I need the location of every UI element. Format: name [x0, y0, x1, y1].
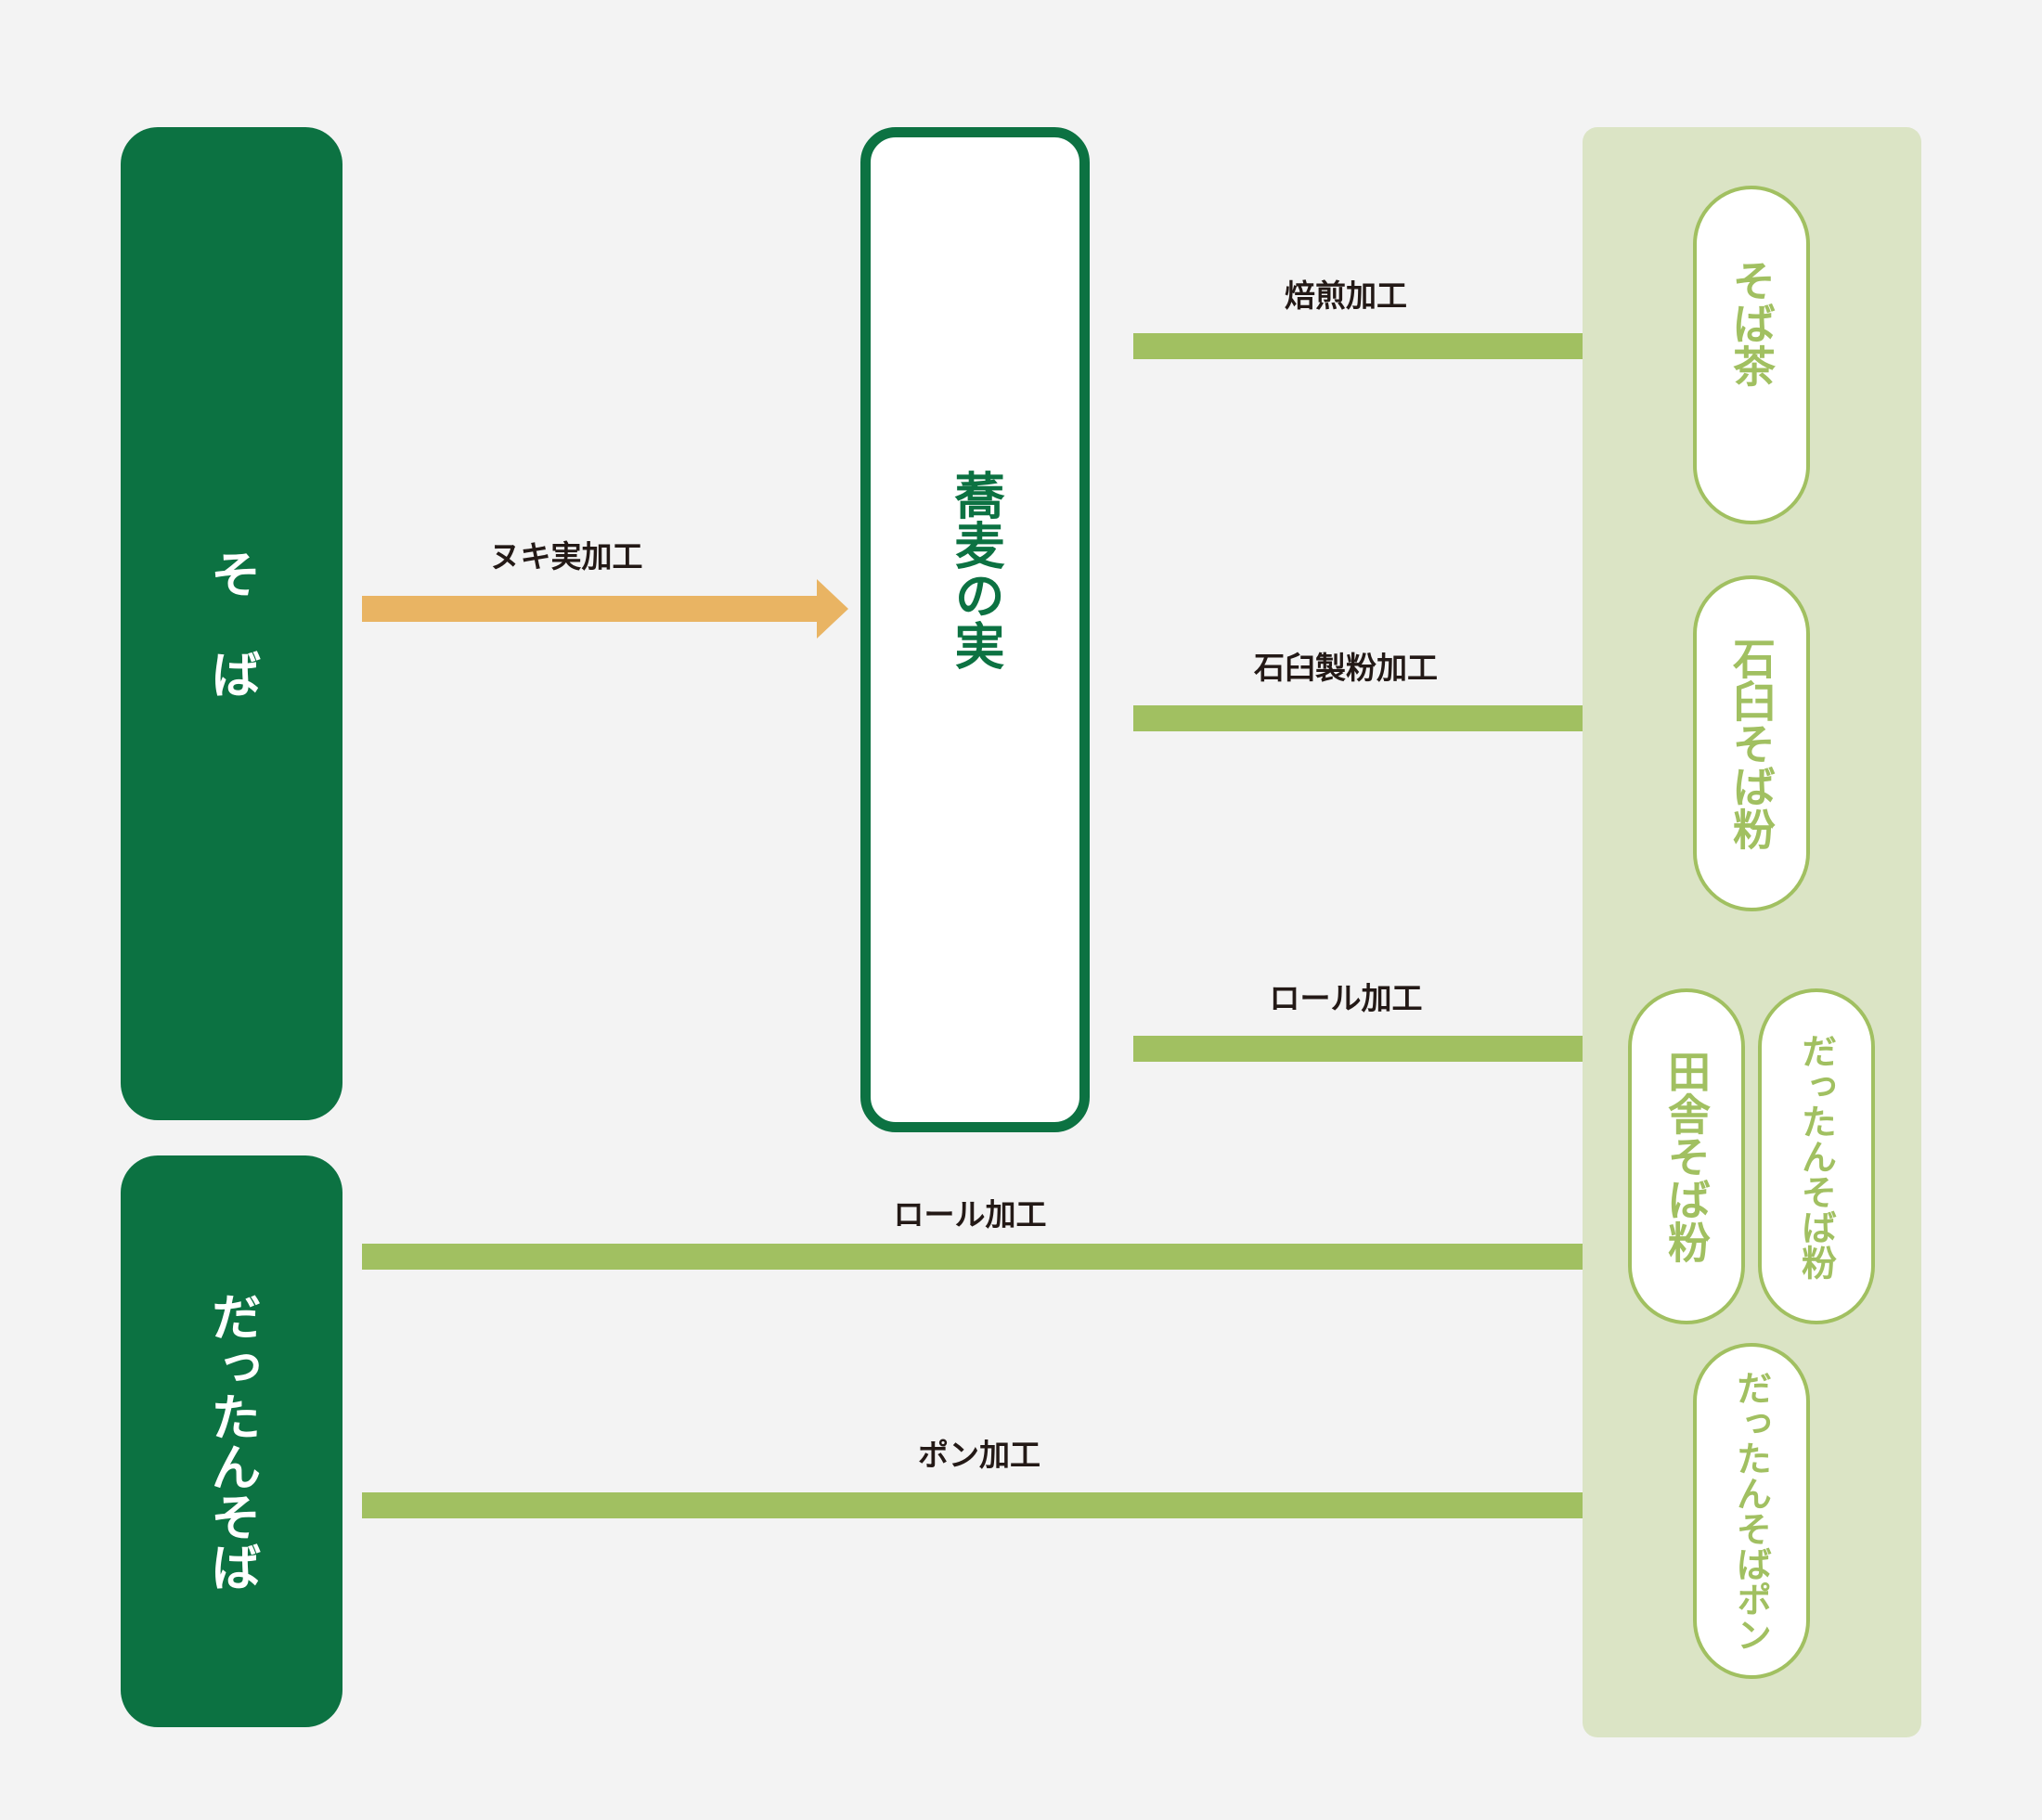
process-pon-label: ポン加工 [918, 1437, 1040, 1473]
product-dattan-soba-ko: だったんそば粉 [1758, 988, 1875, 1324]
buckwheat-seed-label: 蕎麦の実 [946, 469, 1004, 670]
product-inaka-soba-ko: 田舎そば粉 [1628, 988, 1745, 1324]
arrow-roasting [1133, 316, 1655, 376]
buckwheat-seed-box: 蕎麦の実 [860, 127, 1090, 1132]
product-ishiusu-soba-ko: 石臼そば粉 [1693, 575, 1810, 911]
product-dattan-soba-pon: だったんそばポン [1693, 1343, 1810, 1679]
product-dattan-soba-ko-label: だったんそば粉 [1795, 1033, 1837, 1280]
arrow-soba-to-buckwheat [362, 579, 848, 639]
process-nuki-mi-label: ヌキ実加工 [489, 538, 643, 574]
source-soba-box: そ ば [121, 127, 342, 1120]
process-stone-mill-label: 石臼製粉加工 [1254, 650, 1438, 686]
process-roll-top-label: ロール加工 [1269, 980, 1423, 1016]
source-soba-label: そ ば [202, 549, 261, 699]
product-dattan-soba-pon-label: だったんそばポン [1730, 1370, 1772, 1652]
product-ishiusu-soba-ko-label: 石臼そば粉 [1726, 637, 1777, 850]
arrow-roll-bottom [362, 1227, 1618, 1286]
arrow-stone-mill [1133, 689, 1655, 748]
product-soba-tea-label: そば茶 [1726, 258, 1777, 387]
source-dattan-soba-label: だったんそば [202, 1291, 261, 1592]
process-roll-bottom-label: ロール加工 [893, 1196, 1047, 1233]
process-roasting-label: 焙煎加工 [1285, 278, 1407, 314]
product-soba-tea: そば茶 [1693, 186, 1810, 524]
product-inaka-soba-ko-label: 田舎そば粉 [1661, 1050, 1712, 1263]
arrow-roll-top [1133, 1019, 1618, 1078]
arrow-pon [362, 1476, 1655, 1535]
source-dattan-soba-box: だったんそば [121, 1155, 342, 1727]
